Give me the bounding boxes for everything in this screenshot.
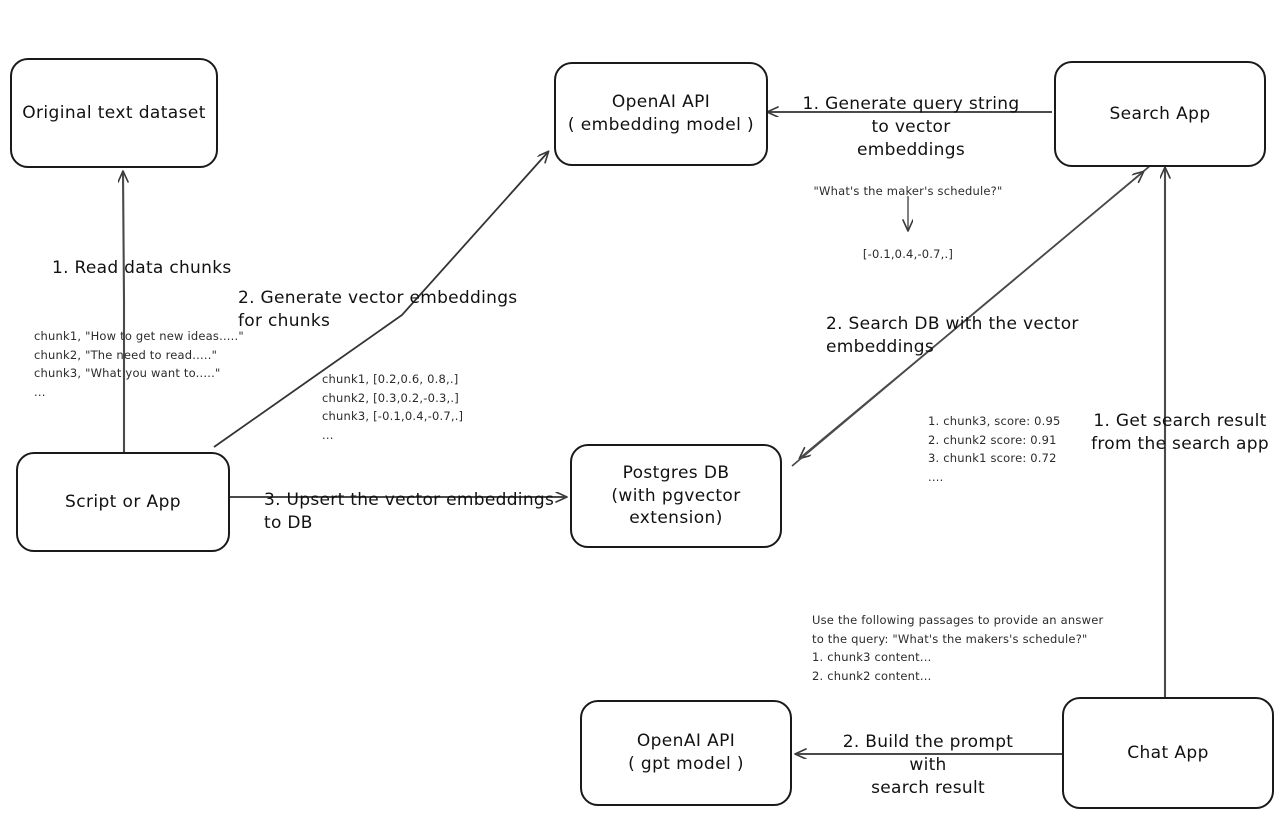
note-query-string: "What's the maker's schedule?" [813,184,1003,198]
edge-script-to-dataset [123,172,124,452]
node-script-or-app[interactable]: Script or App [16,452,230,552]
node-label: Chat App [1127,742,1209,763]
node-label-line2: ( embedding model ) [567,115,755,135]
node-label-line1: OpenAI API [611,92,711,113]
note-search-results: 1. chunk3, score: 0.95 2. chunk2 score: … [928,414,1061,484]
node-original-text-dataset[interactable]: Original text dataset [10,58,218,168]
node-openai-gpt-model[interactable]: OpenAI API ( gpt model ) [580,700,792,806]
edge-label-get-search-result: 1. Get search result from the search app [1091,411,1269,454]
node-label-line1: Postgres DB [622,462,730,483]
node-openai-embedding-model[interactable]: OpenAI API ( embedding model ) [554,62,768,166]
node-label-line1: OpenAI API [636,731,736,752]
node-search-app[interactable]: Search App [1054,61,1266,167]
node-chat-app[interactable]: Chat App [1062,697,1274,809]
node-label: Script or App [65,491,181,512]
node-label-line2: (with pgvector extension) [611,485,741,529]
edge-label-search-db: 2. Search DB with the vector embeddings [826,314,1079,357]
note-prompt-text: Use the following passages to provide an… [812,613,1104,683]
node-postgres-db[interactable]: Postgres DB (with pgvector extension) [570,444,782,548]
note-chunks-text: chunk1, "How to get new ideas....." chun… [34,329,244,399]
edge-label-generate-vector-embeddings: 2. Generate vector embeddings for chunks [238,288,518,331]
edge-label-generate-query-embeddings: 1. Generate query string to vector embed… [802,94,1020,160]
node-label: Original text dataset [22,102,206,123]
edge-label-read-data-chunks: 1. Read data chunks [52,258,232,278]
note-chunk-vectors: chunk1, [0.2,0.6, 0.8,.] chunk2, [0.3,0.… [322,372,464,442]
node-label-line2: ( gpt model ) [628,754,744,774]
edge-label-build-prompt: 2. Build the prompt with search result [842,732,1014,798]
edge-label-upsert-to-db: 3. Upsert the vector embeddings to DB [264,490,555,533]
note-query-vector: [-0.1,0.4,-0.7,.] [862,247,954,261]
node-label: Search App [1109,103,1211,124]
